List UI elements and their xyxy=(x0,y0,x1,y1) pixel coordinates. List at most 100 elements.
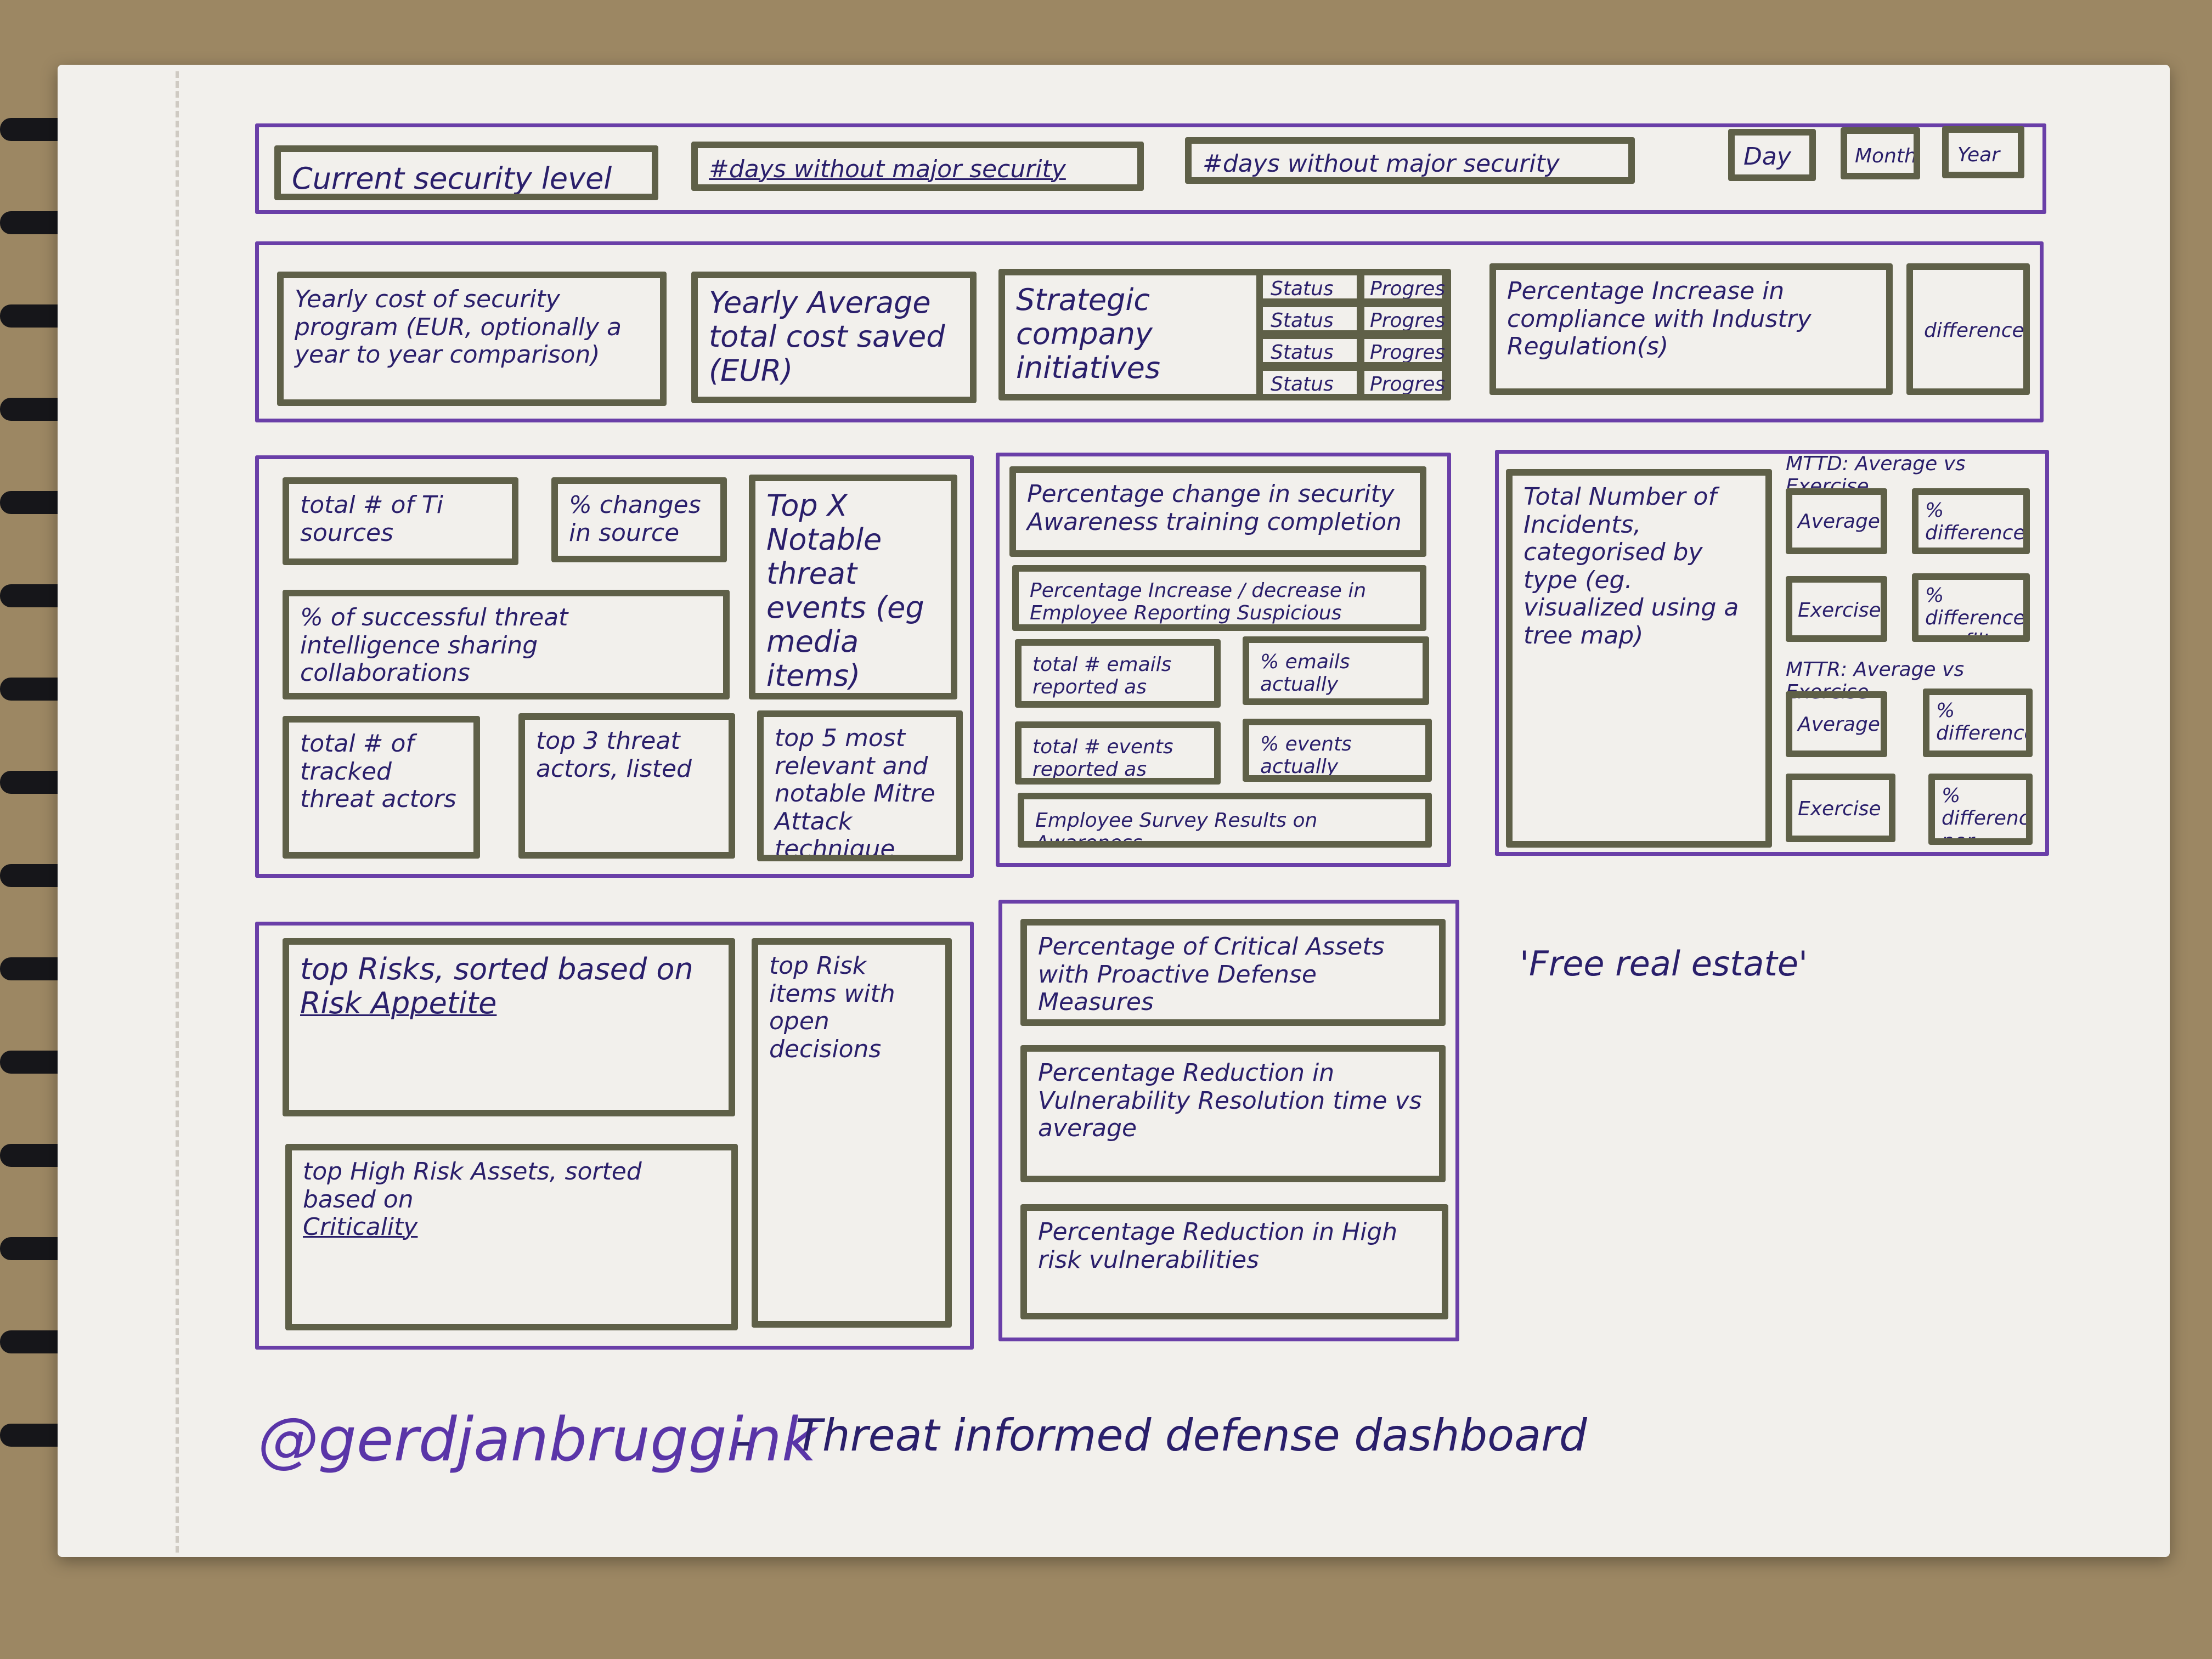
events-reported-label: total # events reported as malicious xyxy=(1032,736,1173,781)
days-without-incident-label: #days without major security incident xyxy=(709,155,1066,184)
progress-label: Progress xyxy=(1370,373,1451,396)
risks-section xyxy=(255,922,974,1350)
perforation-line xyxy=(176,71,179,1553)
changes-in-source-widget: % changes in source xyxy=(551,477,727,562)
changes-in-source-label: % changes in source xyxy=(569,491,701,547)
mttr-average-diff-widget: % difference per filter xyxy=(1923,689,2033,757)
current-security-level-label: Current security level xyxy=(292,161,612,196)
compliance-increase-label: Percentage Increase in compliance with I… xyxy=(1507,277,1812,361)
mttd-average-diff-widget: % difference per filter xyxy=(1912,488,2030,554)
mttd-average-label: Average xyxy=(1798,510,1880,533)
employee-reporting-label: Percentage Increase / decrease in Employ… xyxy=(1030,579,1367,625)
top-threat-actors-widget: top 3 threat actors, listed xyxy=(518,713,735,859)
critical-assets-widget: Percentage of Critical Assets with Proac… xyxy=(1020,919,1446,1026)
yearly-average-widget: Yearly Average total cost saved (EUR) xyxy=(691,272,977,403)
top-threat-events-label: Top X Notable threat events (eg media it… xyxy=(766,488,924,693)
status-label: Status xyxy=(1271,373,1334,396)
emails-malicious-label: % emails actually malicious xyxy=(1260,651,1354,698)
mttd-exercise-label: Exercise xyxy=(1798,599,1881,622)
threat-intel-section xyxy=(255,455,974,878)
mttd-average-widget: Average xyxy=(1786,488,1887,554)
vuln-resolution-widget: Percentage Reduction in Vulnerability Re… xyxy=(1020,1045,1446,1182)
mttr-exercise-widget: Exercise xyxy=(1786,774,1895,842)
progress-cell: Progress xyxy=(1358,301,1451,337)
author-handle: @gerdjanbruggink xyxy=(258,1404,817,1475)
strategic-initiatives-label: Strategic company initiatives xyxy=(1016,283,1160,386)
tracked-actors-label: total # of tracked threat actors xyxy=(300,730,456,814)
defense-section xyxy=(998,900,1459,1341)
progress-cell: Progress xyxy=(1358,364,1451,400)
mttd-exercise-widget: Exercise xyxy=(1786,576,1887,642)
ti-sources-widget: total # of Ti sources xyxy=(283,477,518,565)
progress-label: Progress xyxy=(1370,278,1451,300)
top-threat-events-widget: Top X Notable threat events (eg media it… xyxy=(749,475,957,699)
ti-sharing-widget: % of successful threat intelligence shar… xyxy=(283,590,730,699)
mttr-average-widget: Average xyxy=(1786,691,1887,757)
footer-dash: - xyxy=(735,1415,751,1466)
mttr-exercise-label: Exercise xyxy=(1798,798,1881,820)
mitre-techniques-widget: top 5 most relevant and notable Mitre At… xyxy=(757,710,963,861)
high-risk-vulns-widget: Percentage Reduction in High risk vulner… xyxy=(1020,1204,1448,1319)
progress-cell: Progress xyxy=(1358,332,1451,369)
employee-survey-label: Employee Survey Results on Awareness xyxy=(1035,809,1318,848)
incidents-by-type-label: Total Number of Incidents, categorised b… xyxy=(1523,483,1739,650)
compliance-increase-widget: Percentage Increase in compliance with I… xyxy=(1489,263,1893,395)
filter-year-button[interactable]: Year xyxy=(1942,126,2024,178)
filter-month-label: Month xyxy=(1855,145,1917,167)
header-bar xyxy=(255,123,2046,214)
risk-appetite-label: Risk Appetite xyxy=(300,986,497,1021)
pct-difference-label: % difference per filter xyxy=(1936,699,2033,757)
employee-reporting-widget: Percentage Increase / decrease in Employ… xyxy=(1012,565,1426,631)
progress-label: Progress xyxy=(1370,309,1451,332)
mitre-techniques-label: top 5 most relevant and notable Mitre At… xyxy=(775,724,935,861)
open-decisions-label: top Risk items with open decisions xyxy=(769,952,895,1063)
days-without-incident-widget: #days without major security incident xyxy=(691,142,1144,191)
free-real-estate-note: 'Free real estate' xyxy=(1520,944,1808,984)
criticality-label: Criticality xyxy=(303,1213,418,1242)
tracked-actors-widget: total # of tracked threat actors xyxy=(283,716,480,859)
top-threat-actors-label: top 3 threat actors, listed xyxy=(536,727,692,783)
incidents-section xyxy=(1495,450,2049,856)
events-reported-widget: total # events reported as malicious xyxy=(1015,721,1221,785)
high-risk-assets-widget: top High Risk Assets, sorted based on Cr… xyxy=(285,1144,738,1330)
awareness-section xyxy=(996,453,1451,867)
vuln-resolution-label: Percentage Reduction in Vulnerability Re… xyxy=(1038,1059,1422,1143)
training-completion-label: Percentage change in security Awareness … xyxy=(1027,480,1402,536)
difference-label: difference xyxy=(1924,319,2024,342)
days-without-issue-label: #days without major security issue xyxy=(1203,150,1560,178)
mttr-average-label: Average xyxy=(1798,713,1880,736)
progress-label: Progress xyxy=(1370,341,1451,364)
progress-cell: Progress xyxy=(1358,269,1451,305)
emails-malicious-widget: % emails actually malicious xyxy=(1243,636,1429,705)
training-completion-widget: Percentage change in security Awareness … xyxy=(1009,466,1426,557)
top-risks-widget: top Risks, sorted based on Risk Appetite xyxy=(283,938,735,1116)
pct-difference-label: % difference per filter xyxy=(1925,499,2025,548)
status-cell: Status xyxy=(1256,301,1363,337)
events-malicious-widget: % events actually malicious xyxy=(1243,719,1432,782)
employee-survey-widget: Employee Survey Results on Awareness xyxy=(1018,793,1432,848)
yearly-cost-label: Yearly cost of security program (EUR, op… xyxy=(295,285,622,369)
filter-month-button[interactable]: Month xyxy=(1841,127,1920,179)
high-risk-vulns-label: Percentage Reduction in High risk vulner… xyxy=(1038,1218,1398,1274)
emails-reported-widget: total # emails reported as malicious xyxy=(1015,639,1221,708)
mttd-exercise-diff-widget: % difference per filter xyxy=(1912,573,2030,642)
pct-difference-label: % difference per filter xyxy=(1925,584,2025,642)
status-label: Status xyxy=(1271,309,1334,332)
status-label: Status xyxy=(1271,341,1334,364)
incidents-by-type-widget: Total Number of Incidents, categorised b… xyxy=(1506,469,1772,848)
top-risks-label: top Risks, sorted based on xyxy=(300,952,693,986)
critical-assets-label: Percentage of Critical Assets with Proac… xyxy=(1038,933,1385,1017)
pct-difference-label: % difference per filter xyxy=(1942,785,2033,845)
filter-day-label: Day xyxy=(1743,143,1791,171)
sketch-paper xyxy=(58,65,2170,1557)
status-cell: Status xyxy=(1256,332,1363,369)
high-risk-assets-label: top High Risk Assets, sorted based on xyxy=(303,1158,642,1214)
filter-day-button[interactable]: Day xyxy=(1728,129,1816,181)
compliance-difference-widget: difference xyxy=(1906,263,2030,395)
yearly-average-label: Yearly Average total cost saved (EUR) xyxy=(709,285,945,388)
current-security-level-widget: Current security level xyxy=(274,145,658,200)
events-malicious-label: % events actually malicious xyxy=(1260,733,1352,778)
kpi-row xyxy=(255,241,2044,422)
emails-reported-label: total # emails reported as malicious xyxy=(1032,653,1172,701)
mttr-exercise-diff-widget: % difference per filter xyxy=(1928,774,2033,845)
